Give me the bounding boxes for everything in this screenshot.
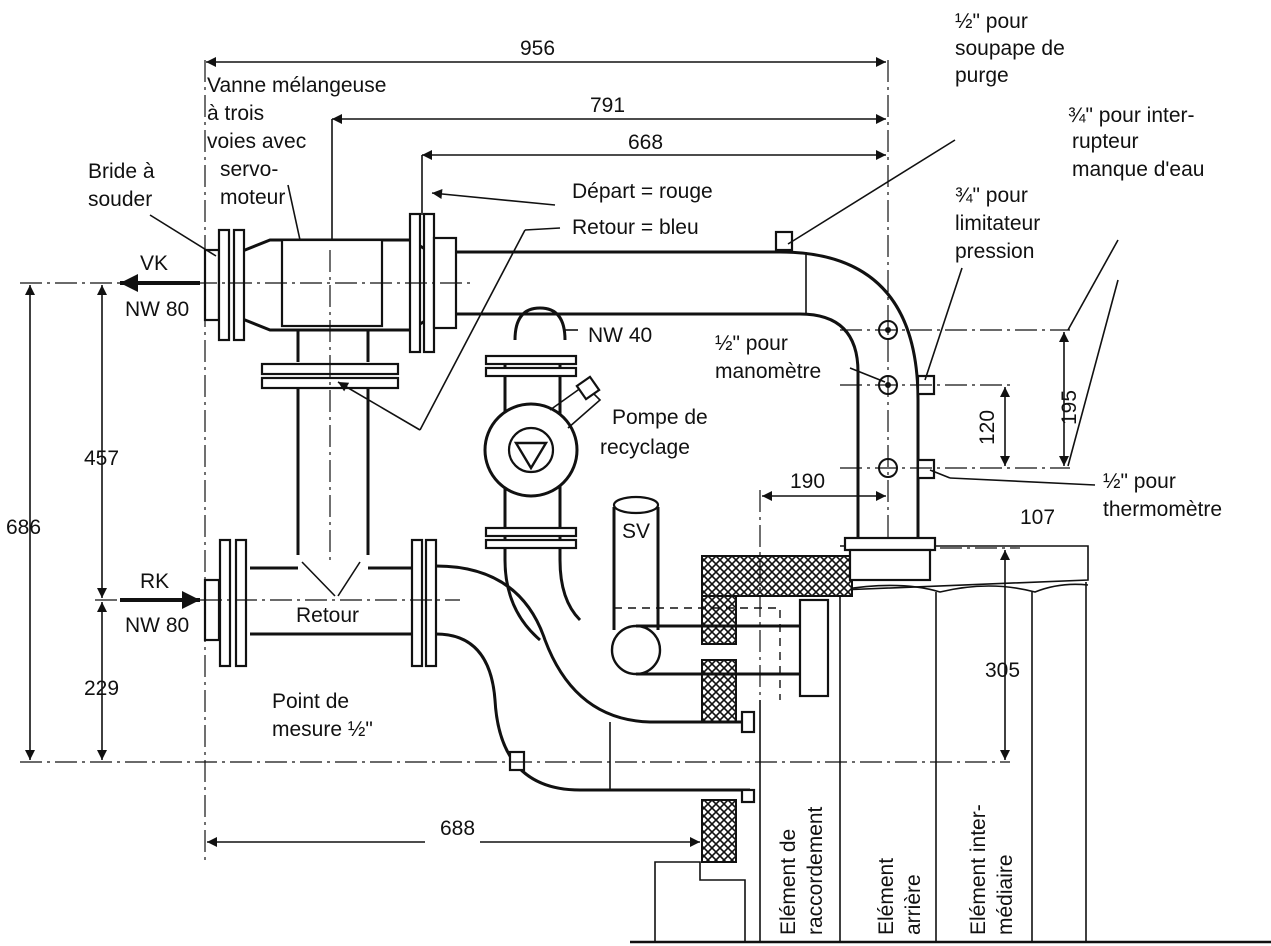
label-elem2-1: Elément bbox=[875, 858, 898, 935]
label-elem3-1: Elément inter- bbox=[967, 804, 990, 935]
label-mixing-1: Vanne mélangeuse bbox=[207, 74, 386, 97]
dim-688: 688 bbox=[440, 817, 475, 840]
label-vent-3: purge bbox=[955, 64, 1009, 87]
dim-305: 305 bbox=[985, 659, 1020, 682]
recirculation-pump bbox=[483, 306, 602, 642]
label-vk: VK bbox=[140, 252, 168, 275]
label-mixing-2: à trois bbox=[207, 102, 264, 125]
safety-valve-pipe bbox=[610, 495, 830, 700]
dim-668: 668 bbox=[628, 131, 663, 154]
label-water-2: rupteur bbox=[1072, 130, 1139, 153]
dim-956: 956 bbox=[520, 37, 555, 60]
return-pipe bbox=[203, 538, 756, 804]
dim-120: 120 bbox=[976, 410, 999, 445]
label-supply: Départ = rouge bbox=[572, 180, 713, 203]
label-elem3-2: médiaire bbox=[994, 854, 1017, 935]
dim-457: 457 bbox=[84, 447, 119, 470]
dim-229: 229 bbox=[84, 677, 119, 700]
label-elem1-1: Elément de bbox=[777, 829, 800, 935]
label-flange-2: souder bbox=[88, 188, 152, 211]
supply-pipe bbox=[455, 250, 937, 582]
dimension-lines bbox=[25, 57, 1069, 847]
label-mixing-5: moteur bbox=[220, 186, 285, 209]
label-vent-2: soupape de bbox=[955, 37, 1065, 60]
label-water-3: manque d'eau bbox=[1072, 158, 1204, 181]
dimension-values: 956 791 668 190 107 457 686 229 305 688 … bbox=[6, 37, 1081, 840]
label-gauge-1: ½" pour bbox=[715, 332, 788, 355]
dim-195: 195 bbox=[1058, 390, 1081, 425]
boiler-sections bbox=[630, 545, 1271, 944]
dim-686: 686 bbox=[6, 516, 41, 539]
label-pump-1: Pompe de bbox=[612, 406, 708, 429]
flow-arrows bbox=[120, 274, 200, 609]
dim-107: 107 bbox=[1020, 506, 1055, 529]
label-measure-2: mesure ½" bbox=[272, 718, 373, 741]
label-pressure-2: limitateur bbox=[955, 212, 1040, 235]
label-pressure-3: pression bbox=[955, 240, 1034, 263]
label-vent-1: ½" pour bbox=[955, 10, 1028, 33]
label-rk: RK bbox=[140, 570, 169, 593]
dim-791: 791 bbox=[590, 94, 625, 117]
label-retour: Retour bbox=[296, 604, 359, 627]
label-mixing-3: voies avec bbox=[207, 130, 306, 153]
label-elem2-2: arrière bbox=[902, 874, 925, 935]
insulation-blocks bbox=[701, 555, 853, 863]
label-pump-2: recyclage bbox=[600, 436, 690, 459]
label-water-1: ¾" pour inter- bbox=[1068, 104, 1195, 127]
label-flange-1: Bride à bbox=[88, 160, 155, 183]
label-sv: SV bbox=[622, 520, 650, 543]
label-nw80-top: NW 80 bbox=[125, 298, 189, 321]
leader-lines bbox=[149, 139, 1119, 597]
label-pressure-1: ¾" pour bbox=[955, 184, 1028, 207]
label-mixing-4: servo- bbox=[220, 158, 278, 181]
label-gauge-2: manomètre bbox=[715, 360, 821, 383]
label-return-color: Retour = bleu bbox=[572, 216, 699, 239]
dim-190: 190 bbox=[790, 470, 825, 493]
label-thermo-1: ½" pour bbox=[1103, 470, 1176, 493]
label-measure-1: Point de bbox=[272, 690, 349, 713]
label-nw80-bottom: NW 80 bbox=[125, 614, 189, 637]
labels: ½" pour soupape de purge Vanne mélangeus… bbox=[88, 10, 1222, 935]
center-lines bbox=[20, 60, 1070, 860]
label-nw40: NW 40 bbox=[588, 324, 652, 347]
label-elem1-2: raccordement bbox=[804, 806, 827, 935]
label-thermo-2: thermomètre bbox=[1103, 498, 1222, 521]
